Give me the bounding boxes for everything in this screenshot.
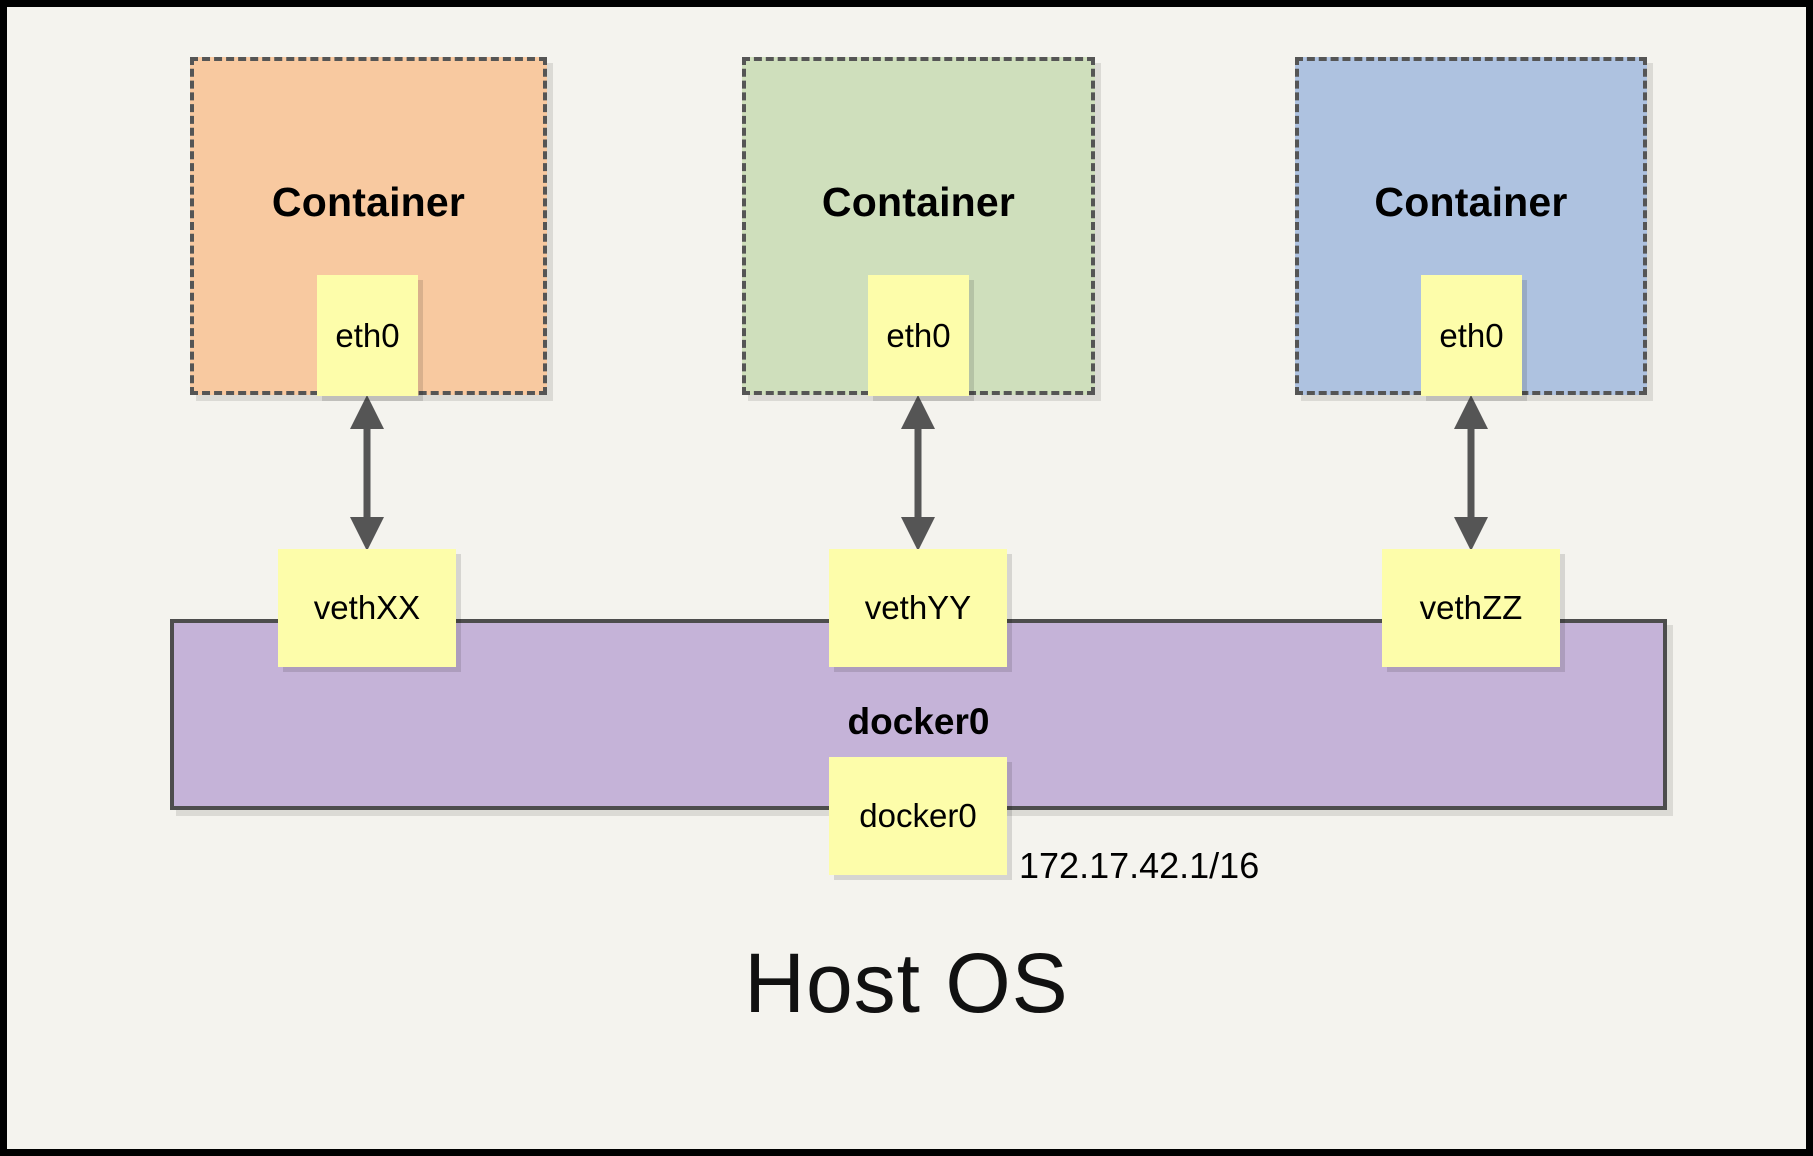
eth0-note-1: eth0 bbox=[317, 275, 418, 396]
host-os-label: Host OS bbox=[744, 936, 1069, 1030]
eth0-note-2: eth0 bbox=[868, 275, 969, 396]
container-title-3: Container bbox=[1374, 179, 1568, 225]
veth-link-arrow-2 bbox=[901, 395, 935, 551]
veth-note-3: vethZZ bbox=[1382, 549, 1560, 667]
docker0-note: docker0 bbox=[829, 757, 1007, 875]
eth0-note-3: eth0 bbox=[1421, 275, 1522, 396]
veth-link-arrow-1 bbox=[350, 395, 384, 551]
container-title-1: Container bbox=[271, 179, 466, 225]
docker0-bridge-label: docker0 bbox=[847, 701, 990, 742]
bridge-ip-label: 172.17.42.1/16 bbox=[1019, 845, 1260, 886]
veth-note-2: vethYY bbox=[829, 549, 1007, 667]
veth-link-arrow-3 bbox=[1454, 395, 1488, 551]
container-title-2: Container bbox=[821, 179, 1016, 225]
veth-note-1: vethXX bbox=[278, 549, 456, 667]
